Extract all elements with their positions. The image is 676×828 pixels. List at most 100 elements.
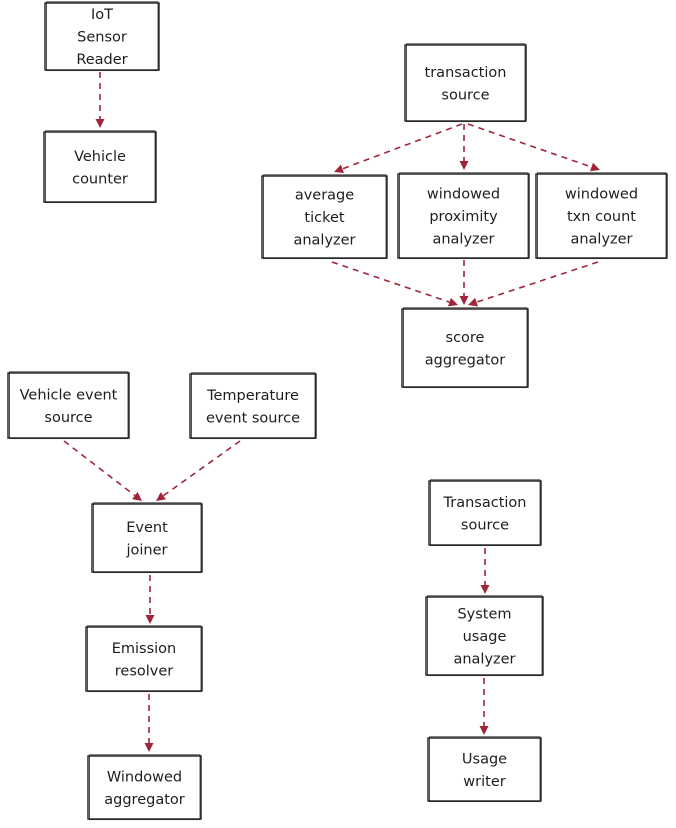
node-box (44, 2, 160, 71)
node-box (91, 503, 203, 573)
node-label-line: Vehicle (74, 149, 126, 165)
node-box-sketch (429, 736, 541, 803)
edges-layer (63, 72, 600, 752)
edge-transaction_source_top-to-windowed_txn_count_analyzer (467, 123, 600, 172)
node-score-aggregator: score aggregator (401, 307, 529, 389)
node-box-sketch (399, 172, 529, 260)
node-box (85, 626, 203, 692)
arrowhead-icon (480, 585, 490, 594)
node-box (261, 175, 388, 259)
node-label-line: aggregator (425, 352, 506, 368)
edge-line (331, 261, 450, 303)
node-box-sketch (263, 174, 387, 260)
node-box-sketch (89, 754, 201, 821)
node-label-line: counter (72, 171, 128, 187)
node-label-line: source (441, 87, 489, 103)
node-emission-resolver: Emission resolver (85, 625, 203, 693)
edge-average_ticket_analyzer-to-score_aggregator (331, 261, 458, 307)
node-label-line: IoT (91, 7, 113, 23)
node-box-sketch (9, 371, 129, 440)
node-box-sketch (46, 1, 159, 72)
node-label-line: Vehicle event (20, 387, 118, 403)
edge-line (162, 440, 241, 497)
node-label-line: proximity (429, 209, 498, 225)
arrowhead-icon (459, 296, 469, 305)
node-box (189, 373, 317, 439)
arrowhead-icon (156, 492, 166, 501)
node-box (397, 173, 530, 259)
edge-transaction_source_top-to-average_ticket_analyzer (334, 123, 463, 174)
node-label-line: aggregator (104, 792, 185, 808)
node-label-line: event source (206, 410, 300, 426)
node-label-line: analyzer (432, 232, 494, 248)
node-label-line: writer (463, 774, 505, 790)
node-box (427, 737, 542, 802)
edge-event_joiner-to-emission_resolver (145, 575, 155, 624)
node-box-sketch (406, 43, 526, 123)
node-label-line: ticket (304, 210, 344, 226)
node-box-sketch (93, 502, 202, 574)
node-label-line: windowed (427, 187, 500, 203)
node-windowed-proximity-analyzer: windowed proximity analyzer (397, 172, 530, 260)
edge-temperature_event_source-to-event_joiner (156, 440, 241, 501)
arrowhead-icon (95, 119, 105, 128)
node-transaction-source-bottom: Transaction source (428, 479, 542, 547)
node-label-line: transaction (425, 65, 507, 81)
node-box (7, 372, 130, 439)
node-label-line: Sensor (77, 30, 127, 46)
node-box (87, 755, 202, 820)
edge-vehicle_event_source-to-event_joiner (63, 440, 142, 501)
node-box (425, 596, 544, 676)
node-label-line: source (461, 517, 509, 533)
node-label-line: source (44, 410, 92, 426)
node-label-line: resolver (115, 663, 174, 679)
node-box-sketch (427, 595, 543, 677)
arrowhead-icon (479, 726, 489, 735)
edge-line (63, 440, 136, 497)
edge-line (342, 123, 463, 170)
node-label-line: analyzer (570, 232, 632, 248)
edge-emission_resolver-to-windowed_aggregator (144, 694, 154, 752)
node-box-sketch (45, 130, 156, 204)
node-label-line: Event (126, 520, 168, 536)
node-box-sketch (87, 625, 202, 693)
edge-windowed_txn_count_analyzer-to-score_aggregator (468, 261, 599, 307)
arrowhead-icon (334, 164, 345, 174)
arrowhead-icon (145, 615, 155, 624)
node-box (401, 308, 529, 388)
node-label-line: Emission (112, 641, 177, 657)
arrowhead-icon (459, 161, 469, 170)
edge-line (467, 123, 592, 168)
arrowhead-icon (468, 297, 478, 307)
node-label-line: Usage (462, 751, 507, 767)
node-label-line: windowed (565, 187, 638, 203)
node-label-line: score (446, 330, 485, 346)
node-label-line: Transaction (443, 495, 527, 511)
edge-system_usage_analyzer-to-usage_writer (479, 678, 489, 735)
arrowhead-icon (132, 491, 142, 501)
edge-windowed_proximity_analyzer-to-score_aggregator (459, 260, 469, 305)
node-vehicle-event-source: Vehicle event source (7, 371, 130, 440)
node-box (535, 173, 668, 259)
edge-line (476, 261, 599, 303)
node-box-sketch (537, 172, 667, 260)
arrowhead-icon (590, 162, 600, 172)
edge-transaction_source_top-to-windowed_proximity_analyzer (459, 124, 469, 170)
node-label-line: Reader (76, 52, 127, 68)
node-label-line: System (457, 607, 511, 623)
arrowhead-icon (448, 297, 458, 307)
edge-transaction_source_bottom-to-system_usage_analyzer (480, 548, 490, 594)
node-box (43, 131, 157, 203)
node-box-sketch (191, 372, 316, 440)
node-windowed-aggregator: Windowed aggregator (87, 754, 202, 821)
node-box (404, 44, 527, 122)
node-transaction-source-top: transaction source (404, 43, 527, 123)
node-label-line: Windowed (107, 769, 182, 785)
node-label-line: average (295, 188, 354, 204)
